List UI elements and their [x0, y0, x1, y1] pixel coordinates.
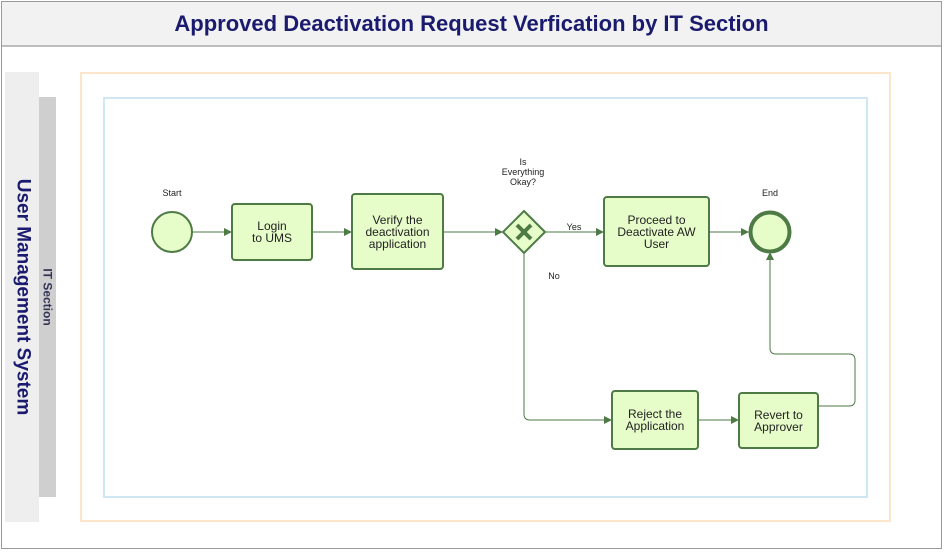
pool-boundary	[80, 72, 891, 522]
start-event	[151, 211, 193, 253]
task-proceed-to-deactivate: Proceed to Deactivate AW User	[603, 196, 710, 267]
task-revert-to-approver: Revert to Approver	[738, 392, 819, 449]
task-revert-label: Revert to Approver	[754, 407, 803, 434]
task-login-label: Login to UMS	[251, 219, 292, 245]
flow-revert-to-end	[766, 252, 856, 407]
flow-gateway-no	[523, 253, 612, 424]
gateway-x-icon	[515, 223, 533, 241]
lane-boundary	[103, 97, 868, 498]
flow-yes-label: Yes	[566, 222, 582, 232]
start-label: Start	[162, 188, 182, 198]
diagram-title: Approved Deactivation Request Verficatio…	[174, 10, 769, 36]
task-login-to-ums: Login to UMS	[231, 203, 313, 261]
end-event	[748, 210, 792, 254]
pool-header: User Management System	[5, 72, 39, 522]
gateway-question-label: Is Everything Okay?	[501, 157, 545, 187]
flow-no-label: No	[548, 271, 560, 281]
lane-header: IT Section	[39, 97, 56, 497]
title-bar: Approved Deactivation Request Verficatio…	[2, 2, 941, 47]
task-proceed-label: Proceed to Deactivate AW User	[617, 212, 696, 251]
end-label: End	[761, 188, 778, 198]
task-reject-label: Reject the Application	[625, 407, 685, 433]
task-verify-label: Verify the deactivation application	[365, 212, 430, 251]
task-verify-deactivation-application: Verify the deactivation application	[351, 193, 444, 270]
task-reject-application: Reject the Application	[611, 390, 699, 450]
